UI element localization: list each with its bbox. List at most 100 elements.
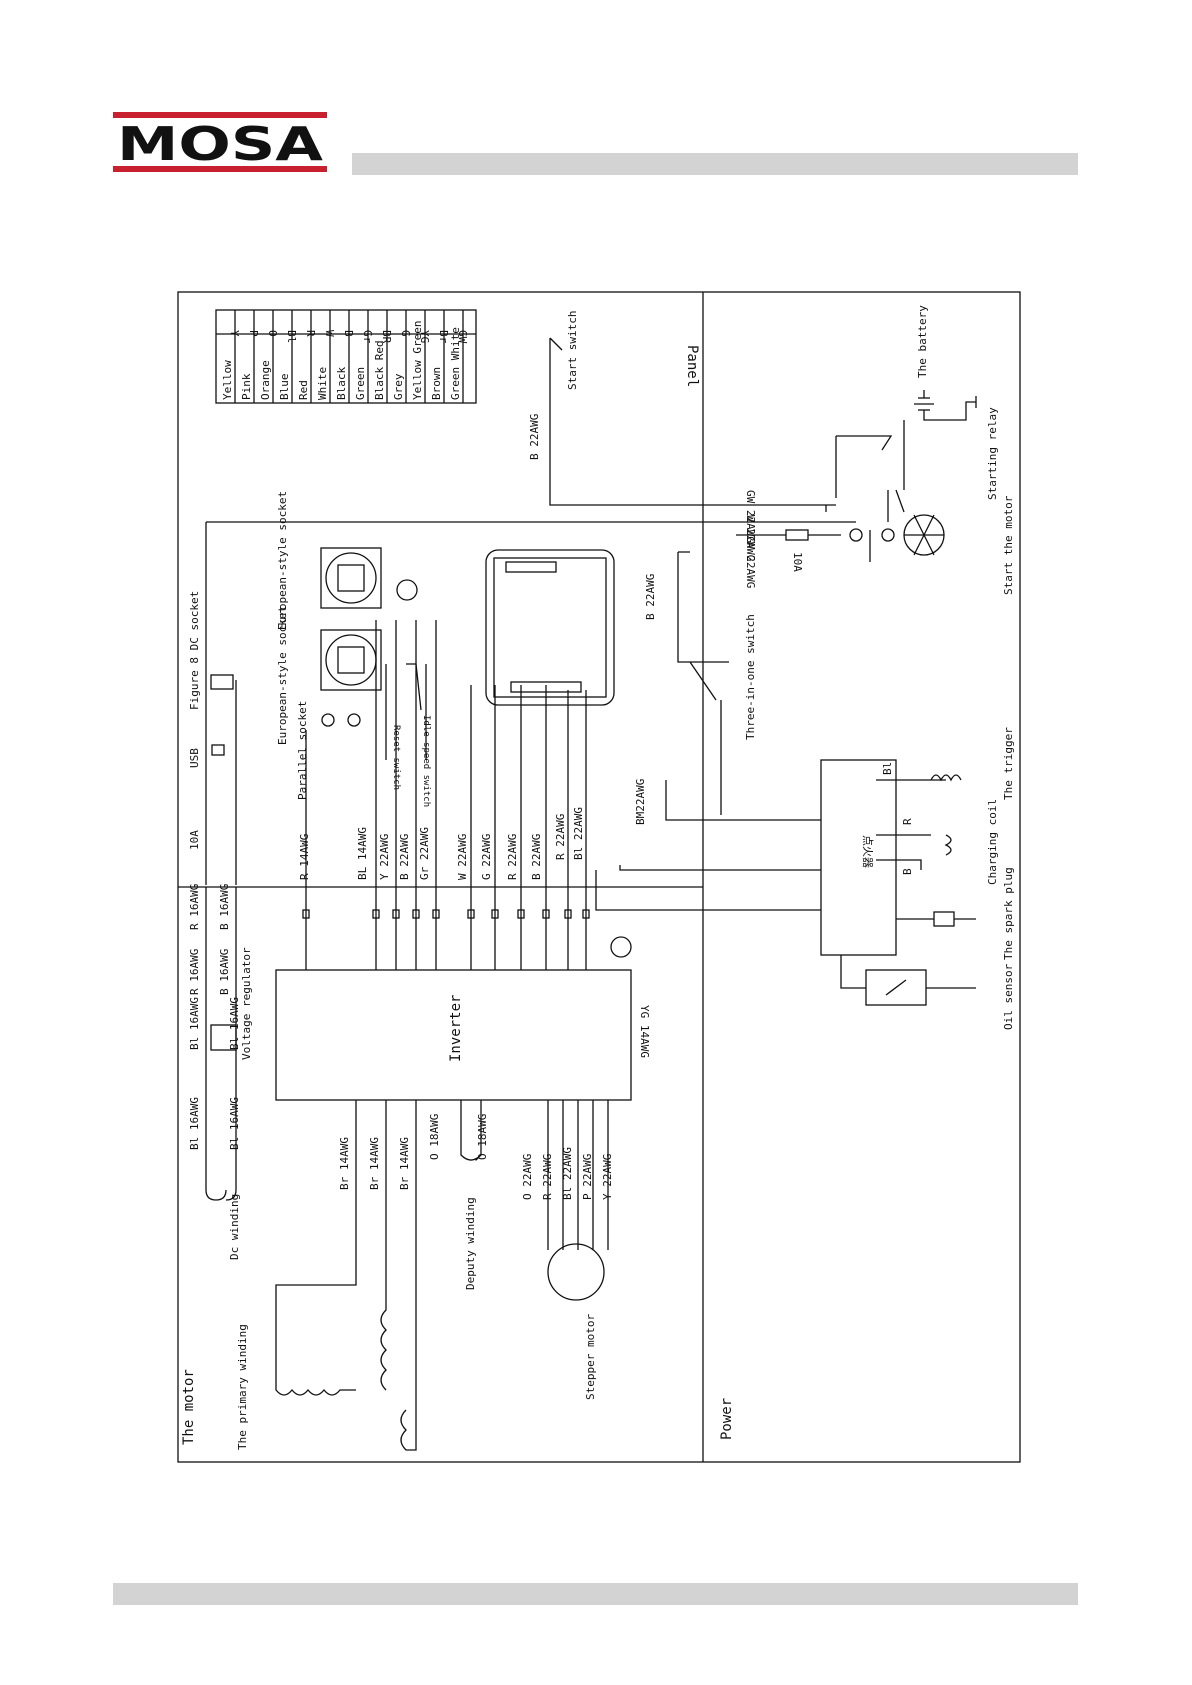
legend-color-name: Orange <box>259 360 272 400</box>
igniter-label: 点火器 <box>861 835 874 868</box>
b22c-label: B 22AWG <box>530 834 543 880</box>
legend-code: R <box>304 330 317 337</box>
legend-code: YG <box>418 330 431 343</box>
o18-label-2: O 18AWG <box>476 1114 489 1160</box>
r22c-label: R 22AWG <box>541 1154 554 1200</box>
legend-code: GW <box>456 330 469 344</box>
mosa-logo: MOSA <box>113 112 327 174</box>
dc-winding-wires <box>205 887 237 1201</box>
w22-label-1: W 22AWG <box>744 515 757 561</box>
section-motor: The motor <box>181 1369 197 1445</box>
battery-symbol <box>914 390 977 421</box>
b16-label-2: B 16AWG <box>218 949 231 995</box>
deputy-winding-label: Deputy winding <box>464 1197 477 1290</box>
oil-sensor-label: Oil sensor <box>1002 963 1015 1030</box>
stepper-wires <box>547 1100 609 1250</box>
wire-connector <box>372 909 380 919</box>
igniter-wires <box>595 780 821 911</box>
r14-label: R 14AWG <box>298 834 311 880</box>
legend-code: G <box>399 330 412 337</box>
euro-socket-label-1: European-style socket <box>276 491 289 630</box>
start-switch-wire <box>549 338 821 506</box>
start-switch-contact <box>549 337 563 351</box>
trigger-b: B <box>901 868 914 875</box>
primary-winding-1 <box>275 1100 357 1396</box>
wire-connector <box>582 909 590 919</box>
r16-label-2: R 16AWG <box>188 949 201 995</box>
trigger-r: R <box>901 818 914 825</box>
legend-code: Y <box>228 330 241 337</box>
legend-code: Br <box>437 330 450 344</box>
gr22-label: Gr 22AWG <box>418 827 431 880</box>
r22b-label: R 22AWG <box>554 814 567 860</box>
legend-code: B <box>342 330 355 337</box>
start-switch-wire-label: B 22AWG <box>528 414 541 460</box>
euro-socket-1 <box>320 547 382 609</box>
fuse-10a <box>785 529 809 541</box>
start-switch-label: Start switch <box>566 311 579 390</box>
legend-code: W <box>323 330 336 337</box>
wire-connector <box>392 909 400 919</box>
legend-color-name: Yellow <box>221 360 234 400</box>
fuse-10a-label: 10A <box>791 552 804 572</box>
color-legend: YYellowPPinkOOrangeBlBlueRRedWWhiteBBlac… <box>215 309 477 404</box>
legend-code: Gr <box>361 330 374 344</box>
diagram-frame <box>177 291 1021 1463</box>
spark-plug-label: The spark plug <box>1002 867 1015 960</box>
euro-socket-label-2: European-style socket <box>276 606 289 745</box>
wire-connector <box>542 909 550 919</box>
footer-bar <box>113 1583 1078 1605</box>
deputy-winding <box>460 1100 482 1161</box>
trigger-label: The trigger <box>1002 727 1015 800</box>
stepper-motor-label: Stepper motor <box>584 1314 597 1400</box>
bl16-label-2: Bl 16AWG <box>228 997 241 1050</box>
parallel-socket-label: Parallel socket <box>296 701 309 800</box>
idle-switch-label: Idle speed switch <box>421 715 431 807</box>
legend-color-name: White <box>316 367 329 400</box>
dc-socket-label: Figure 8 DC socket <box>188 591 201 710</box>
wire-connector <box>467 909 475 919</box>
power-wires <box>206 504 856 536</box>
section-power: Power <box>719 1398 735 1440</box>
start-motor-symbol <box>903 514 945 556</box>
dc-socket-symbol <box>210 674 234 690</box>
inverter-wires <box>302 620 590 970</box>
igniter-box <box>820 759 897 956</box>
yg14-label: YG 14AWG <box>638 1005 651 1058</box>
legend-code: P <box>247 330 260 337</box>
br14-label-1: Br 14AWG <box>338 1137 351 1190</box>
wiring-diagram: The motor Panel Power YYellowPPinkOOrang… <box>177 291 1021 1463</box>
inverter-ground <box>610 936 632 958</box>
legend-color-name: Green <box>354 367 367 400</box>
start-motor-terminal <box>849 528 863 542</box>
legend-code: Bl <box>285 330 298 343</box>
three-in-one-wire <box>677 551 729 701</box>
bl22b-label: Bl 22AWG <box>561 1147 574 1200</box>
fuse-10a-dc: 10A <box>188 830 201 850</box>
g22-label: G 22AWG <box>480 834 493 880</box>
header-bar <box>352 153 1078 175</box>
y22b-label: Y 22AWG <box>601 1154 614 1200</box>
parallel-socket-1 <box>321 713 335 727</box>
primary-winding-3 <box>400 1100 417 1451</box>
legend-code: BR <box>380 330 393 344</box>
usb-symbol <box>211 744 225 756</box>
brand-name: MOSA <box>117 117 324 171</box>
o22-label: O 22AWG <box>521 1154 534 1200</box>
legend-color-name: Pink <box>240 373 253 400</box>
bl16-label-3: Bl 16AWG <box>188 1097 201 1150</box>
usb-label: USB <box>188 748 201 768</box>
b22-three-label: B 22AWG <box>644 574 657 620</box>
three-in-one-label: Three-in-one switch <box>744 614 757 740</box>
wire-connector <box>302 909 310 919</box>
primary-winding-label: The primary winding <box>236 1324 249 1450</box>
legend-color-name: Black <box>335 367 348 400</box>
legend-color-name: Yellow Green <box>411 321 424 400</box>
trigger-bl: Bl <box>881 762 894 775</box>
starting-relay <box>835 435 893 498</box>
stepper-motor-symbol <box>547 1243 605 1301</box>
y22-label: Y 22AWG <box>378 834 391 880</box>
inverter-label: Inverter <box>448 995 464 1062</box>
bm22-label: BM22AWG <box>634 779 647 825</box>
legend-code: O <box>266 330 279 337</box>
